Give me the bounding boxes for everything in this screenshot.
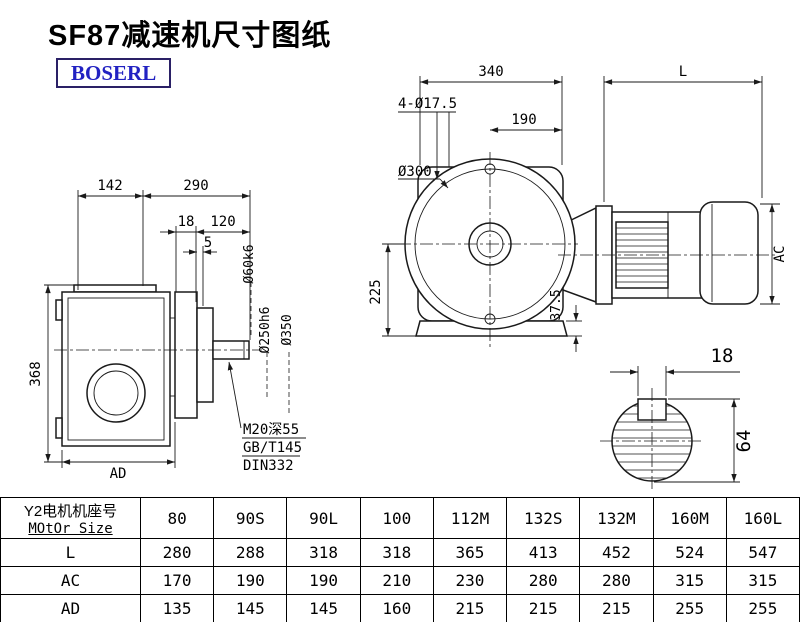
dim-L-90S: 288 <box>213 538 288 567</box>
note-tapped-hole: M20深55 <box>243 422 299 438</box>
dim-AC-90L: 190 <box>286 566 361 595</box>
dim-AD-160M: 255 <box>652 594 727 622</box>
dim-L-100: 318 <box>359 538 434 567</box>
dim-L-80: 280 <box>139 538 215 567</box>
dim-37-5: 37.5 <box>549 289 564 320</box>
label-shaft-dia: Ø60k6 <box>242 244 257 283</box>
motor-size-col-160L: 160L <box>725 497 800 539</box>
dim-L: L <box>679 64 687 80</box>
motor-size-header-cn: Y2电机机座号 <box>23 502 118 520</box>
dim-AD-132M: 215 <box>579 594 654 622</box>
dim-290: 290 <box>183 178 208 194</box>
dim-L-160M: 524 <box>652 538 727 567</box>
dim-row-label-AC: AC <box>0 566 141 595</box>
dim-AC-80: 170 <box>139 566 215 595</box>
dim-shaft-height: 64 <box>733 430 755 453</box>
dim-142: 142 <box>97 178 122 194</box>
front-view: 340 L 4-Ø17.5 190 Ø300 225 37.5 AC <box>368 64 788 352</box>
dim-AC-160M: 315 <box>652 566 727 595</box>
motor-size-col-80: 80 <box>139 497 215 539</box>
dim-L-160L: 547 <box>725 538 800 567</box>
dim-AC-112M: 230 <box>432 566 508 595</box>
motor-size-col-132M: 132M <box>579 497 654 539</box>
dim-row-label-AD: AD <box>0 594 141 622</box>
motor-size-header-en: MOtOr Size <box>28 520 113 537</box>
dim-5: 5 <box>204 235 212 251</box>
dim-row-label-L: L <box>0 538 141 567</box>
dim-L-132S: 413 <box>506 538 581 567</box>
note-standard-gb: GB/T145 <box>243 440 302 456</box>
motor-size-col-132S: 132S <box>506 497 581 539</box>
dim-AC-160L: 315 <box>725 566 800 595</box>
dim-AC-132S: 280 <box>506 566 581 595</box>
dim-AD-100: 160 <box>359 594 434 622</box>
shaft-section-view: 18 64 <box>600 345 755 492</box>
dim-AD-132S: 215 <box>506 594 581 622</box>
dim-AD: AD <box>110 466 127 482</box>
motor-size-col-90L: 90L <box>286 497 361 539</box>
label-flange-od: Ø300 <box>398 164 432 180</box>
dim-L-132M: 452 <box>579 538 654 567</box>
dim-AD-112M: 215 <box>432 594 508 622</box>
dim-key-width: 18 <box>711 345 734 367</box>
motor-size-col-90S: 90S <box>213 497 288 539</box>
dim-L-112M: 365 <box>432 538 508 567</box>
side-view: 142 290 18 120 5 368 AD Ø60k6 Ø250h6 Ø35… <box>28 178 306 482</box>
motor-size-col-160M: 160M <box>652 497 727 539</box>
dim-AC-100: 210 <box>359 566 434 595</box>
dim-AC-132M: 280 <box>579 566 654 595</box>
dim-AD-90S: 145 <box>213 594 288 622</box>
dim-AD-90L: 145 <box>286 594 361 622</box>
dim-AD-160L: 255 <box>725 594 800 622</box>
label-spigot-dia: Ø250h6 <box>258 307 273 354</box>
dim-AC: AC <box>772 246 788 263</box>
motor-size-col-100: 100 <box>359 497 434 539</box>
dim-340: 340 <box>478 64 503 80</box>
technical-drawing: 142 290 18 120 5 368 AD Ø60k6 Ø250h6 Ø35… <box>28 64 788 492</box>
dim-190: 190 <box>511 112 536 128</box>
dim-AC-90S: 190 <box>213 566 288 595</box>
label-bolt-holes: 4-Ø17.5 <box>398 96 457 112</box>
note-standard-din: DIN332 <box>243 458 294 474</box>
dim-AD-80: 135 <box>139 594 215 622</box>
dim-225: 225 <box>368 279 384 304</box>
dim-368: 368 <box>28 361 44 386</box>
label-flange-dia: Ø350 <box>280 314 295 345</box>
page-title: SF87减速机尺寸图纸 <box>48 20 332 52</box>
dim-120: 120 <box>210 214 235 230</box>
motor-size-col-112M: 112M <box>432 497 508 539</box>
brand-logo: BOSERL <box>56 58 172 88</box>
dim-18-flange: 18 <box>178 214 195 230</box>
dim-L-90L: 318 <box>286 538 361 567</box>
